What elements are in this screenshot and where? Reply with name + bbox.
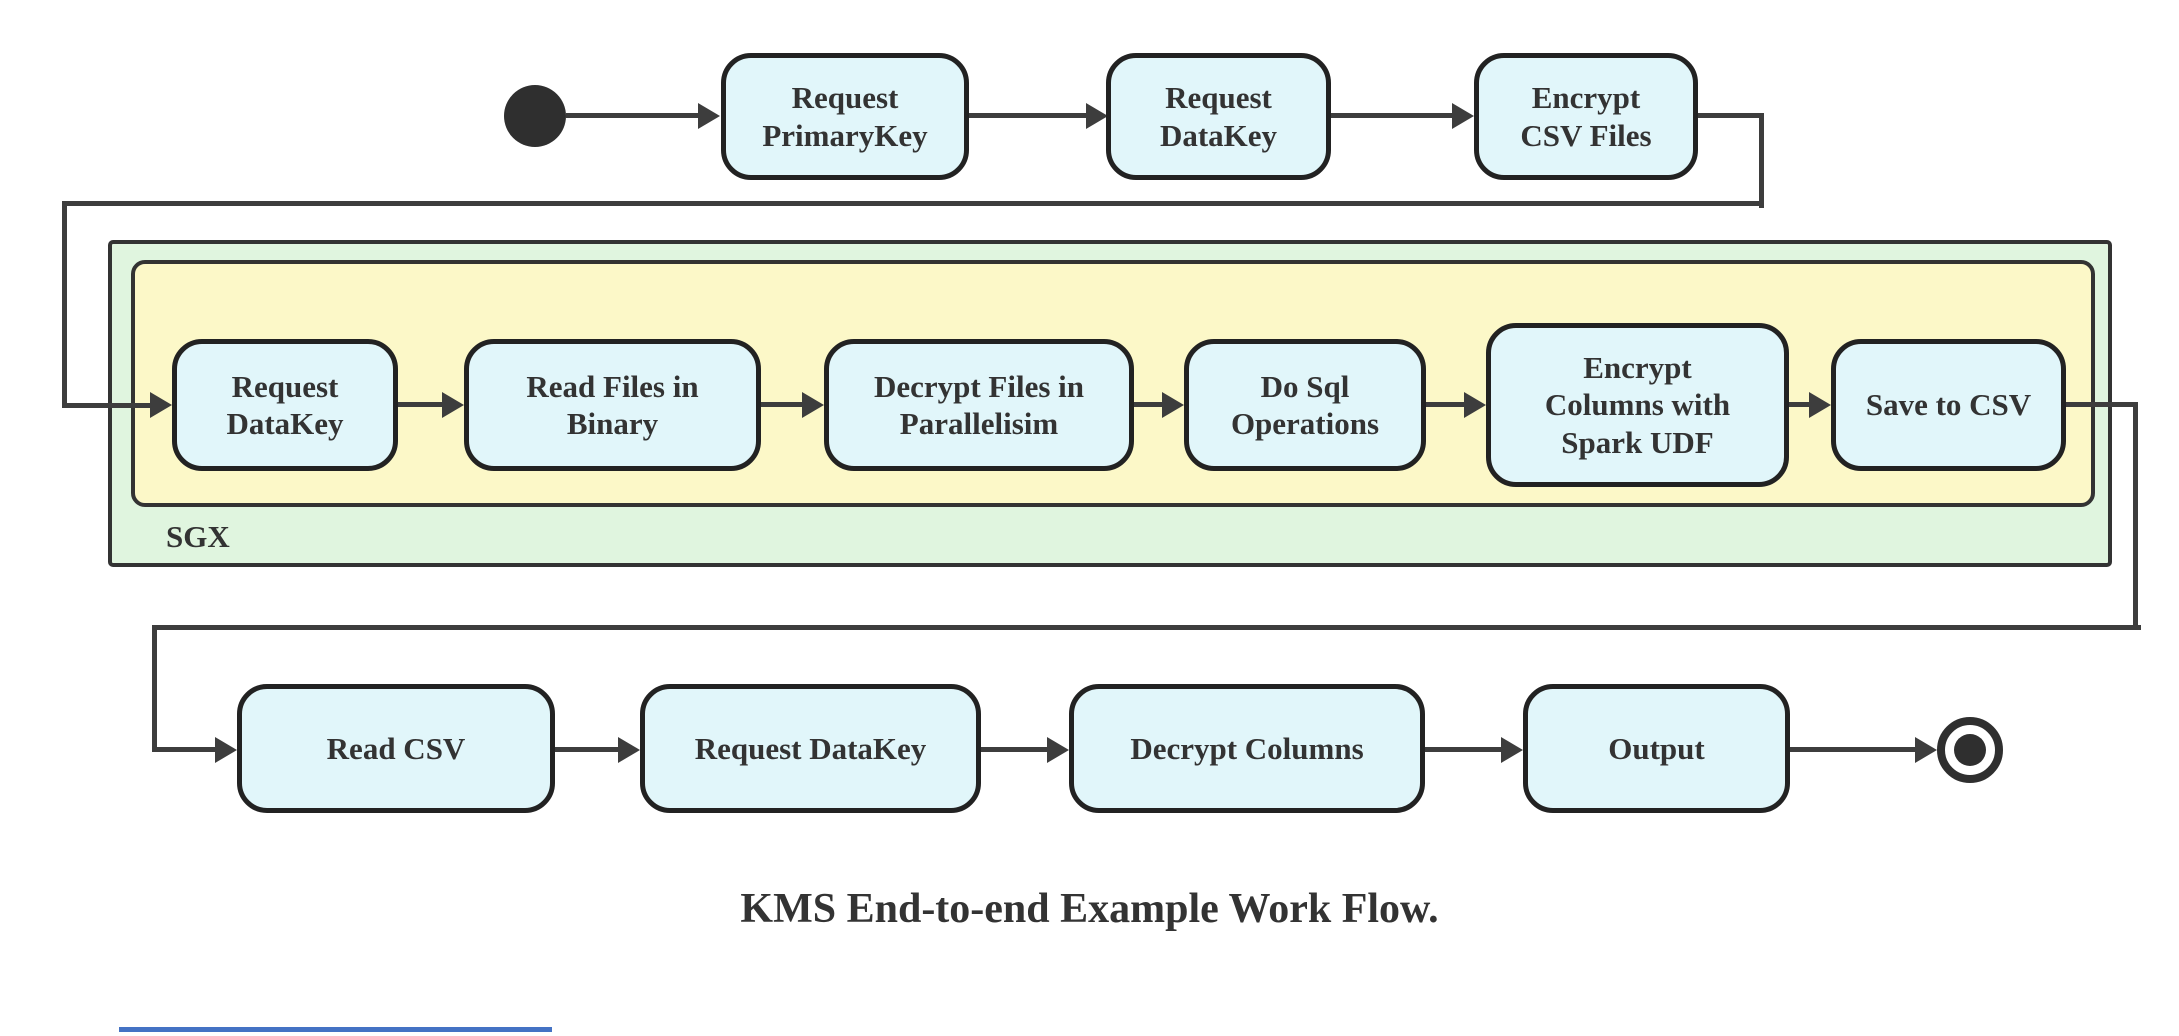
- arrowhead-icon: [1915, 737, 1937, 763]
- node-decrypt-files-in-parallelisim: Decrypt Files in Parallelisim: [824, 339, 1134, 471]
- node-do-sql-operations: Do Sql Operations: [1184, 339, 1426, 471]
- arrowhead-icon: [618, 737, 640, 763]
- connector-segment: [566, 113, 698, 118]
- connector-segment: [761, 402, 804, 407]
- arrowhead-icon: [1464, 392, 1486, 418]
- arrowhead-icon: [1086, 103, 1108, 129]
- end-node: [1937, 717, 2003, 783]
- arrowhead-icon: [1809, 392, 1831, 418]
- connector-segment: [152, 625, 157, 752]
- connector-segment: [555, 747, 620, 752]
- connector-segment: [1425, 747, 1503, 752]
- connector-segment: [981, 747, 1049, 752]
- node-request-datakey-bottom: Request DataKey: [640, 684, 981, 813]
- arrowhead-icon: [1047, 737, 1069, 763]
- arrowhead-icon: [1452, 103, 1474, 129]
- end-node-inner-dot: [1954, 734, 1986, 766]
- connector-segment: [398, 402, 444, 407]
- arrowhead-icon: [150, 392, 172, 418]
- connector-segment: [152, 625, 2141, 630]
- arrowhead-icon: [1501, 737, 1523, 763]
- node-request-primarykey: Request PrimaryKey: [721, 53, 969, 180]
- arrowhead-icon: [1162, 392, 1184, 418]
- node-read-files-in-binary: Read Files in Binary: [464, 339, 761, 471]
- node-read-csv: Read CSV: [237, 684, 555, 813]
- arrowhead-icon: [698, 103, 720, 129]
- arrowhead-icon: [442, 392, 464, 418]
- sgx-label: SGX: [166, 519, 230, 554]
- diagram-caption: KMS End-to-end Example Work Flow.: [740, 886, 1439, 932]
- connector-segment: [1426, 402, 1466, 407]
- node-output: Output: [1523, 684, 1790, 813]
- connector-segment: [152, 747, 217, 752]
- connector-segment: [1789, 402, 1811, 407]
- start-node: [504, 85, 566, 147]
- connector-segment: [1698, 113, 1764, 118]
- connector-segment: [2066, 402, 2138, 407]
- node-save-to-csv: Save to CSV: [1831, 339, 2066, 471]
- connector-segment: [1759, 113, 1764, 208]
- node-encrypt-csv-files: Encrypt CSV Files: [1474, 53, 1698, 180]
- connector-segment: [969, 113, 1088, 118]
- connector-segment: [2133, 402, 2138, 630]
- arrowhead-icon: [802, 392, 824, 418]
- arrowhead-icon: [215, 737, 237, 763]
- node-encrypt-columns-with-spark-udf: Encrypt Columns with Spark UDF: [1486, 323, 1789, 487]
- connector-segment: [1134, 402, 1164, 407]
- bottom-accent-line: [119, 1027, 552, 1032]
- node-request-datakey-top: Request DataKey: [1106, 53, 1331, 180]
- node-request-datakey-spark: Request DataKey: [172, 339, 398, 471]
- connector-segment: [62, 403, 152, 408]
- connector-segment: [1331, 113, 1454, 118]
- connector-segment: [62, 201, 1764, 206]
- node-decrypt-columns: Decrypt Columns: [1069, 684, 1425, 813]
- connector-segment: [62, 201, 67, 407]
- connector-segment: [1790, 747, 1917, 752]
